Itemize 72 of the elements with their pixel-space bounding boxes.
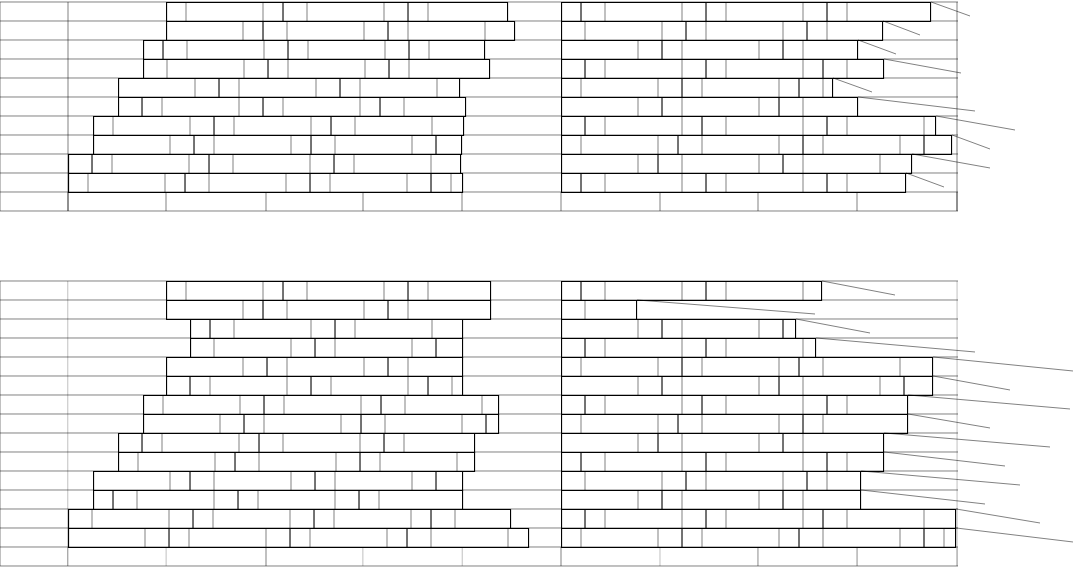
bar (166, 1, 509, 23)
bar (561, 337, 817, 359)
leader-line (955, 508, 1041, 524)
bar (143, 413, 500, 435)
bar (166, 280, 492, 302)
leader-line (883, 432, 1051, 448)
leader-line (832, 77, 873, 93)
bar (93, 134, 463, 156)
leader-line (860, 470, 1021, 486)
bar (166, 20, 516, 42)
bar (561, 413, 909, 435)
leader-line (857, 96, 976, 112)
leader-line (883, 58, 962, 74)
leader-line (955, 527, 1073, 543)
bar (561, 375, 934, 397)
bar (143, 394, 500, 416)
bar (561, 153, 913, 175)
leader-line (815, 337, 976, 353)
leader-line (795, 318, 871, 334)
bar (166, 375, 464, 397)
leader-line (951, 134, 991, 150)
leader-line (857, 39, 897, 55)
leader-line (935, 115, 1016, 131)
bar (561, 1, 932, 23)
bar (561, 470, 862, 492)
bar (93, 115, 465, 137)
bar (68, 527, 530, 549)
leader-line (932, 375, 1011, 391)
bar (561, 489, 862, 511)
bar (561, 134, 953, 156)
leader-line (930, 1, 971, 17)
bar (561, 527, 957, 549)
leader-line (860, 489, 986, 505)
leader-line (907, 413, 991, 429)
bar (93, 470, 464, 492)
bar (561, 20, 884, 42)
bar (68, 508, 512, 530)
bar (118, 96, 467, 118)
bar (561, 39, 859, 61)
leader-line (821, 280, 896, 296)
leader-line (905, 172, 945, 188)
leader-line (636, 299, 816, 315)
bar (143, 58, 491, 80)
bar (68, 153, 462, 175)
bar (143, 39, 486, 61)
bar (561, 96, 859, 118)
bar (68, 172, 464, 194)
bar (118, 451, 476, 473)
bar (118, 77, 461, 99)
leader-line (932, 356, 1073, 372)
leader-line (882, 20, 921, 36)
bar (190, 318, 464, 340)
bar (93, 489, 464, 511)
bar (561, 115, 937, 137)
bar (561, 58, 885, 80)
bar (118, 432, 476, 454)
bar (561, 451, 885, 473)
bar (561, 394, 909, 416)
bar (561, 356, 934, 378)
bar (561, 172, 907, 194)
leader-line (907, 394, 1071, 410)
bar (561, 508, 957, 530)
bar (166, 299, 492, 321)
bar (166, 356, 464, 378)
bar (561, 77, 834, 99)
bar (190, 337, 464, 359)
bar (561, 432, 885, 454)
bar (561, 280, 823, 302)
leader-line (911, 153, 991, 169)
bar (561, 318, 797, 340)
bar (561, 299, 638, 321)
leader-line (883, 451, 1006, 467)
